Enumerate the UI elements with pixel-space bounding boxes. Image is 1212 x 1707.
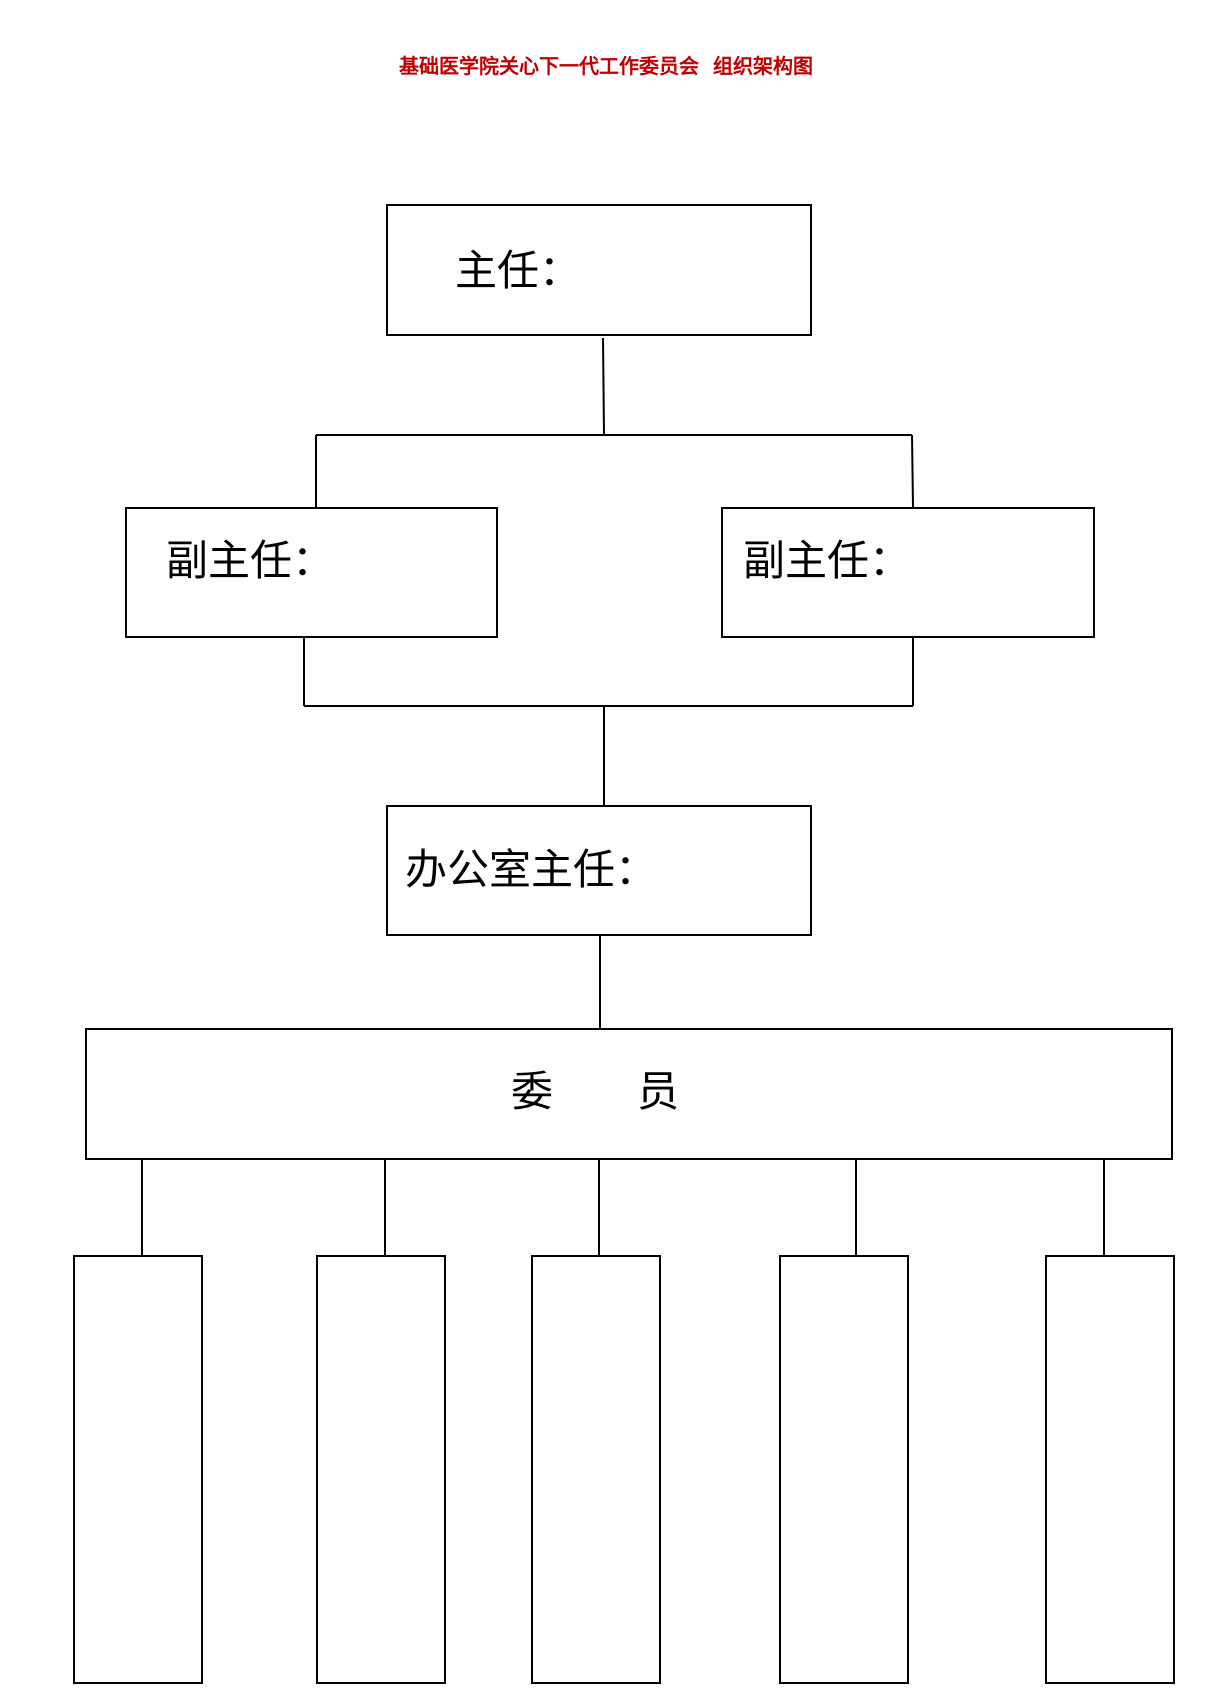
director-box	[386, 204, 812, 336]
deputy-left-box	[125, 507, 498, 638]
page-title: 基础医学院关心下一代工作委员会 组织架构图	[399, 54, 813, 78]
deputy-right-label: 副主任：	[743, 536, 911, 585]
members-box	[85, 1028, 1173, 1160]
connector-to-deputy-right	[911, 434, 914, 508]
deputy-right-node: 副主任：	[721, 507, 1095, 638]
connector-director-down	[602, 337, 605, 436]
member-slots	[73, 1255, 1175, 1684]
director-label: 主任：	[455, 246, 581, 295]
deputy-left-node: 副主任：	[125, 507, 498, 638]
director-node: 主任：	[386, 204, 812, 336]
member-slot-1	[73, 1255, 203, 1684]
member-slot-3	[531, 1255, 661, 1684]
deputy-left-label: 副主任：	[166, 536, 334, 585]
office-director-label: 办公室主任：	[405, 845, 657, 894]
member-slot-5	[1045, 1255, 1175, 1684]
member-slot-2	[316, 1255, 446, 1684]
office-director-box	[386, 805, 812, 936]
office-director-node: 办公室主任：	[386, 805, 812, 936]
member-slot-4	[779, 1255, 909, 1684]
deputy-right-box	[721, 507, 1095, 638]
members-label: 委 员	[511, 1067, 679, 1116]
members-node: 委 员	[85, 1028, 1173, 1160]
